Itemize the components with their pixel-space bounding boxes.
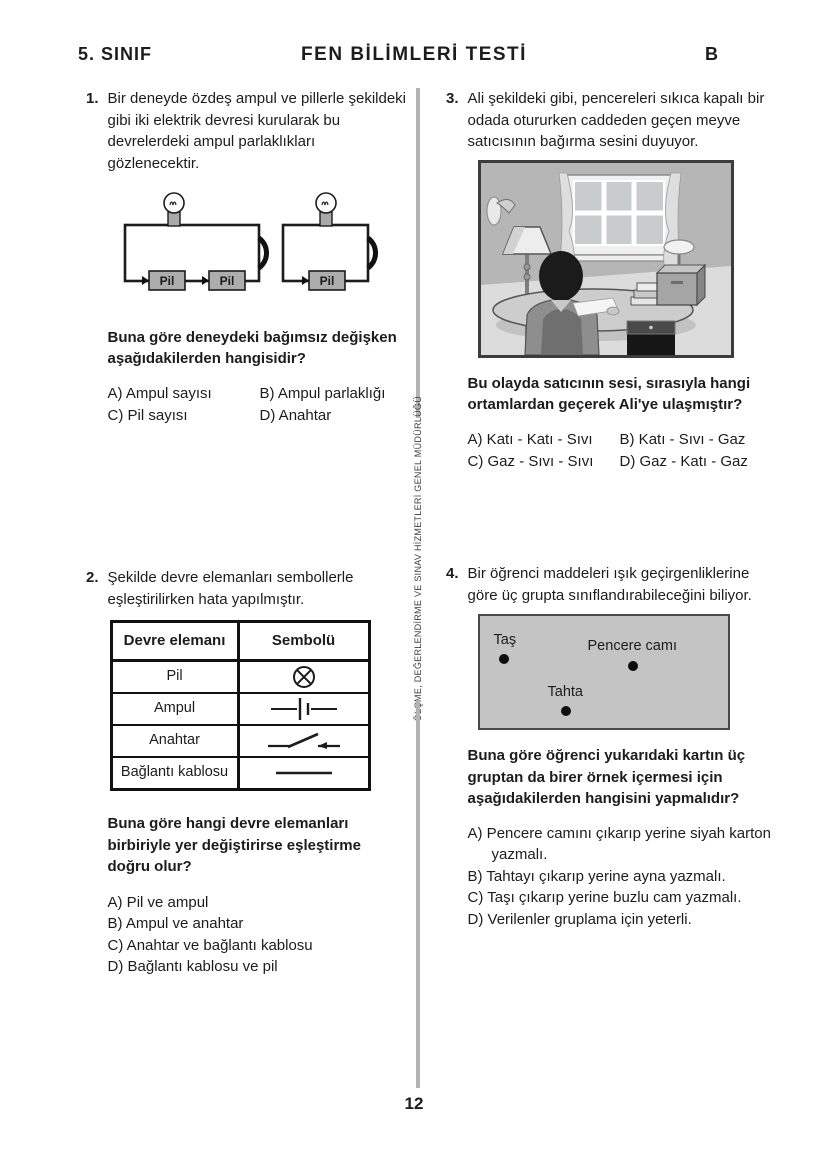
room-illustration	[477, 159, 734, 358]
option-b: B) Ampul parlaklığı	[259, 384, 386, 402]
table-header-symbol: Sembolü	[239, 623, 368, 662]
booklet-letter: B	[705, 44, 718, 64]
option-b: B) Katı - Sıvı - Gaz	[619, 430, 746, 448]
question-3-stem: Bu olayda satıcının sesi, sırasıyla hang…	[467, 374, 751, 414]
option-a: A) Katı - Katı - Sıvı	[467, 430, 593, 448]
table-row-element: Anahtar	[112, 726, 240, 758]
page-number: 12	[404, 1094, 424, 1113]
svg-text:Pil: Pil	[319, 274, 334, 288]
table-header-element: Devre elemanı	[112, 623, 240, 662]
card-label-pencere-cami: Pencere camı	[587, 638, 677, 654]
bulb-icon	[162, 192, 185, 227]
window-icon	[557, 172, 681, 271]
question-4-options: A) Pencere camını çıkarıp yerine siyah k…	[468, 823, 778, 931]
battery-box: Pil	[141, 270, 186, 291]
option-c: C) Anahtar ve bağlantı kablosu	[107, 936, 313, 954]
option-a: A) Pil ve ampul	[107, 893, 209, 911]
question-1-number: 1.	[86, 90, 99, 107]
table-row-element: Bağlantı kablosu	[113, 758, 240, 788]
option-a: A) Pencere camını çıkarıp yerine siyah k…	[467, 824, 771, 864]
battery-symbol-icon	[239, 694, 368, 726]
question-4-stem: Buna göre öğrenci yukarıdaki kartın üç g…	[467, 747, 746, 807]
question-1-options: A) Ampul sayısı B) Ampul parlaklığı C) P…	[108, 383, 406, 427]
option-b: B) Ampul ve anahtar	[107, 915, 244, 932]
question-3: 3. Ali şekildeki gibi, pencereleri sıkıc…	[446, 88, 778, 473]
question-2-options: A) Pil ve ampul B) Ampul ve anahtar C) A…	[108, 892, 406, 978]
question-2-number: 2.	[86, 569, 99, 586]
card-label-tahta: Tahta	[547, 684, 583, 700]
circuit-figure: Pil Pil	[108, 186, 406, 313]
person-at-desk-icon	[523, 250, 619, 356]
dot-marker	[560, 706, 571, 716]
grade-label: 5. SINIF	[78, 44, 153, 64]
svg-text:Pil: Pil	[219, 274, 234, 288]
question-1-text: Bir deneyde özdeş ampul ve pillerle şeki…	[107, 90, 407, 172]
question-2-text: Şekilde devre elemanları sembollerle eşl…	[107, 569, 354, 608]
option-c: C) Pil sayısı	[107, 407, 188, 424]
room-illustration-svg	[480, 162, 731, 356]
drawer-unit-icon	[626, 320, 676, 355]
question-2: 2. Şekilde devre elemanları sembollerle …	[86, 567, 406, 978]
ministry-watermark-text: ÖLÇME, DEĞERLENDİRME VE SINAV HİZMETLERİ…	[413, 396, 423, 722]
circuit-elements-table: Devre elemanı Sembolü Pil Ampul	[109, 620, 371, 791]
bulb-symbol-icon	[239, 662, 368, 694]
question-4: 4. Bir öğrenci maddeleri ışık geçirgenli…	[446, 563, 778, 930]
dot-marker	[627, 661, 638, 671]
column-divider-top	[416, 88, 420, 418]
option-a: A) Ampul sayısı	[107, 384, 212, 402]
table-row-element: Ampul	[112, 694, 240, 726]
table-row-element: Pil	[112, 662, 240, 694]
option-c: C) Taşı çıkarıp yerine buzlu cam yazmalı…	[467, 889, 742, 906]
question-4-number: 4.	[446, 565, 459, 582]
switch-symbol-icon	[239, 726, 368, 758]
circuit-a-loop	[123, 223, 260, 283]
option-d: D) Bağlantı kablosu ve pil	[107, 958, 278, 975]
question-1-stem: Buna göre deneydeki bağımsız değişken aş…	[107, 328, 397, 368]
switch-notch	[365, 236, 378, 270]
wire-symbol-icon	[240, 758, 368, 788]
battery-box: Pil	[201, 270, 246, 291]
option-d: D) Gaz - Katı - Gaz	[619, 453, 748, 470]
card-label-tas: Taş	[493, 632, 517, 648]
nightstand-icon	[655, 238, 706, 306]
question-3-options: A) Katı - Katı - Sıvı B) Katı - Sıvı - G…	[468, 429, 778, 473]
question-4-text: Bir öğrenci maddeleri ışık geçirgenlikle…	[467, 565, 752, 604]
battery-box: Pil	[301, 270, 346, 291]
bulb-icon	[314, 192, 337, 227]
question-2-stem: Buna göre hangi devre elemanları birbiri…	[107, 815, 361, 875]
page-title: FEN BİLİMLERİ TESTİ	[301, 44, 527, 65]
question-3-number: 3.	[446, 90, 459, 107]
svg-text:Pil: Pil	[159, 274, 174, 288]
option-d: D) Anahtar	[259, 407, 332, 424]
column-divider-bottom	[416, 700, 420, 1088]
question-1: 1. Bir deneyde özdeş ampul ve pillerle ş…	[86, 88, 406, 427]
classification-card: Taş Pencere camı Tahta	[477, 614, 730, 730]
option-c: C) Gaz - Sıvı - Sıvı	[467, 453, 594, 470]
switch-notch	[256, 236, 269, 270]
wall-lamp-icon	[486, 196, 516, 225]
table-lamp-icon	[662, 238, 695, 265]
ministry-watermark: ÖLÇME, DEĞERLENDİRME VE SINAV HİZMETLERİ…	[403, 396, 433, 721]
option-b: B) Tahtayı çıkarıp yerine ayna yazmalı.	[467, 867, 726, 885]
dot-marker	[498, 654, 509, 664]
option-d: D) Verilenler gruplama için yeterli.	[467, 910, 692, 928]
circuit-diagram-svg: Pil Pil	[123, 192, 378, 291]
question-3-text: Ali şekildeki gibi, pencereleri sıkıca k…	[467, 90, 765, 150]
